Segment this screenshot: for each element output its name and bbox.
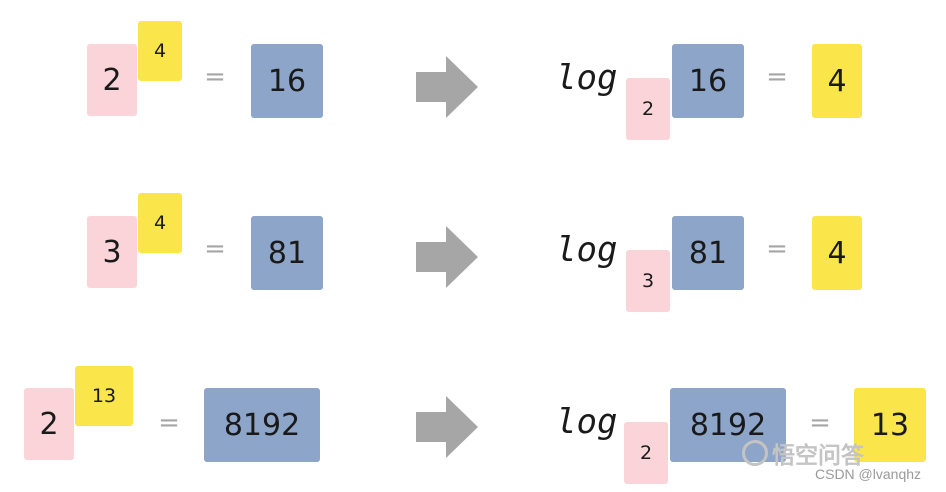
equals-sign: = xyxy=(204,62,226,92)
watermark-logo-text: 悟空问答 xyxy=(772,443,864,469)
equals-sign: = xyxy=(809,408,831,438)
exponent-box: 13 xyxy=(75,366,133,426)
right-arrow-icon xyxy=(416,226,478,288)
result-box: 16 xyxy=(251,44,323,118)
log-argument-box: 16 xyxy=(672,44,744,118)
right-arrow-icon xyxy=(416,396,478,458)
base-box: 2 xyxy=(24,388,74,460)
equals-sign: = xyxy=(766,234,788,264)
log-word: log xyxy=(556,58,618,98)
exponent-box: 4 xyxy=(138,21,182,81)
logo-eye-icon xyxy=(742,440,768,466)
log-value-box: 13 xyxy=(854,388,926,462)
log-argument-box: 81 xyxy=(672,216,744,290)
result-box: 8192 xyxy=(204,388,320,462)
log-base-box: 3 xyxy=(626,250,670,312)
log-word: log xyxy=(556,402,618,442)
log-value-box: 4 xyxy=(812,216,862,290)
watermark-logo: 悟空问答 xyxy=(742,436,864,470)
log-base-box: 2 xyxy=(626,78,670,140)
log-word: log xyxy=(556,230,618,270)
watermark-credit: CSDN @lvanqhz xyxy=(815,466,922,482)
equals-sign: = xyxy=(204,234,226,264)
log-value-box: 4 xyxy=(812,44,862,118)
equals-sign: = xyxy=(158,408,180,438)
result-box: 81 xyxy=(251,216,323,290)
base-box: 3 xyxy=(87,216,137,288)
base-box: 2 xyxy=(87,44,137,116)
right-arrow-icon xyxy=(416,56,478,118)
exponent-box: 4 xyxy=(138,193,182,253)
log-argument-box: 8192 xyxy=(670,388,786,462)
log-base-box: 2 xyxy=(624,422,668,484)
equals-sign: = xyxy=(766,62,788,92)
